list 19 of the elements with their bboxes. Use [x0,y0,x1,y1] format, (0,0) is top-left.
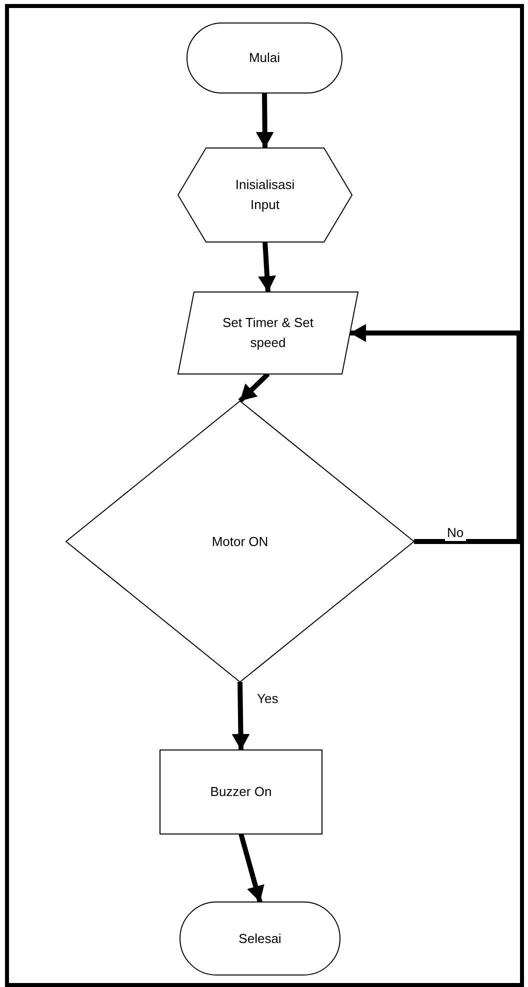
arrow [238,372,270,403]
edge-label: No [445,525,466,541]
arrow [350,324,522,544]
arrow [232,682,250,750]
arrow [258,242,276,292]
node-label: Inisialisasi Input [234,176,296,214]
node-label: Mulai [248,49,280,67]
arrow [256,92,274,148]
node-label: Motor ON [212,532,268,550]
node-label: Set Timer & Set speed [221,314,315,352]
preparation-hexagon [178,148,352,242]
node-label: Buzzer On [210,783,272,801]
process-box [160,750,322,834]
node-label: Selesai [238,930,282,948]
arrow [238,833,264,903]
terminator-shape [180,902,340,975]
decision-diamond [66,401,414,682]
input-output-parallelogram [178,292,358,374]
terminator-shape [187,23,342,93]
